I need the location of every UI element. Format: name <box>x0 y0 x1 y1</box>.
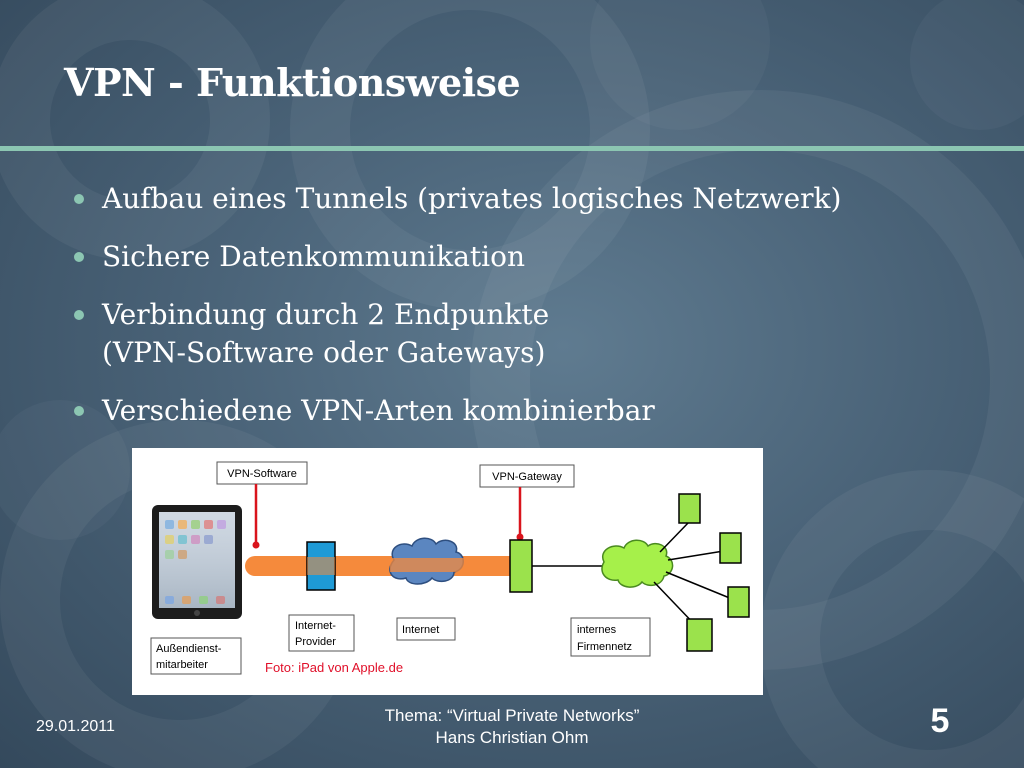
footer-author: Hans Christian Ohm <box>435 728 589 747</box>
vpn-gateway-pointer-dot <box>516 533 524 541</box>
bullet-item: Verbindung durch 2 Endpunkte (VPN-Softwa… <box>72 296 841 372</box>
slide-number: 5 <box>930 702 950 740</box>
footer-topic-block: Thema: “Virtual Private Networks” Hans C… <box>312 705 712 749</box>
bullet-text: Verbindung durch 2 Endpunkte <box>102 298 550 331</box>
internet-provider-label-line: Provider <box>295 636 336 648</box>
footer-topic: Thema: “Virtual Private Networks” <box>384 706 640 725</box>
bullet-list: Aufbau eines Tunnels (privates logisches… <box>72 180 841 450</box>
network-node <box>727 586 750 618</box>
internet-provider-tunnel-overlay <box>307 557 335 575</box>
vpn-gateway-label-box <box>479 464 575 488</box>
bullet-item: Verschiedene VPN-Arten kombinierbar <box>72 392 841 430</box>
title-divider <box>0 146 1024 151</box>
vpn-diagram-canvas: VPN-Software VPN-Gateway <box>150 461 750 675</box>
photo-credit: Foto: iPad von Apple.de <box>265 660 403 675</box>
vpn-software-pointer-dot <box>252 541 260 549</box>
firmennetz-label-box <box>570 617 651 657</box>
internet-label-box <box>396 617 456 641</box>
footer-date: 29.01.2011 <box>36 718 115 735</box>
firmennetz-label-line: Firmennetz <box>577 641 632 653</box>
internet-tunnel-overlay <box>390 558 470 572</box>
network-node <box>678 493 701 524</box>
bullet-dot-icon <box>74 252 84 262</box>
slide-title: VPN - Funktionsweise <box>64 60 521 105</box>
network-node <box>719 532 742 564</box>
network-node <box>686 618 713 652</box>
bullet-item: Aufbau eines Tunnels (privates logisches… <box>72 180 841 218</box>
bullet-text: Verschiedene VPN-Arten kombinierbar <box>102 394 655 427</box>
vpn-software-label-box <box>216 461 308 485</box>
internet-provider-label-line: Internet- <box>295 620 336 632</box>
vpn-diagram: VPN-Software VPN-Gateway <box>132 448 763 695</box>
vpn-gateway-label: VPN-Gateway <box>492 471 562 483</box>
aussendienst-label-line: Außendienst- <box>156 643 222 655</box>
vpn-tunnel <box>245 556 529 576</box>
vpn-gateway-box <box>509 539 533 593</box>
bullet-text: Sichere Datenkommunikation <box>102 240 525 273</box>
bullet-dot-icon <box>74 406 84 416</box>
internet-label: Internet <box>402 624 439 636</box>
aussendienst-label-box <box>150 637 242 675</box>
firmennetz-cloud-icon <box>601 539 674 588</box>
aussendienst-label-line: mitarbeiter <box>156 659 208 671</box>
bullet-text: Aufbau eines Tunnels (privates logisches… <box>102 182 842 215</box>
vpn-software-label: VPN-Software <box>227 468 297 480</box>
internet-provider-label-box <box>288 614 355 652</box>
bullet-dot-icon <box>74 310 84 320</box>
ipad-icon <box>152 505 242 619</box>
firmennetz-label-line: internes <box>577 624 617 636</box>
bullet-item: Sichere Datenkommunikation <box>72 238 841 276</box>
bullet-text: (VPN-Software oder Gateways) <box>102 336 546 369</box>
bullet-dot-icon <box>74 194 84 204</box>
